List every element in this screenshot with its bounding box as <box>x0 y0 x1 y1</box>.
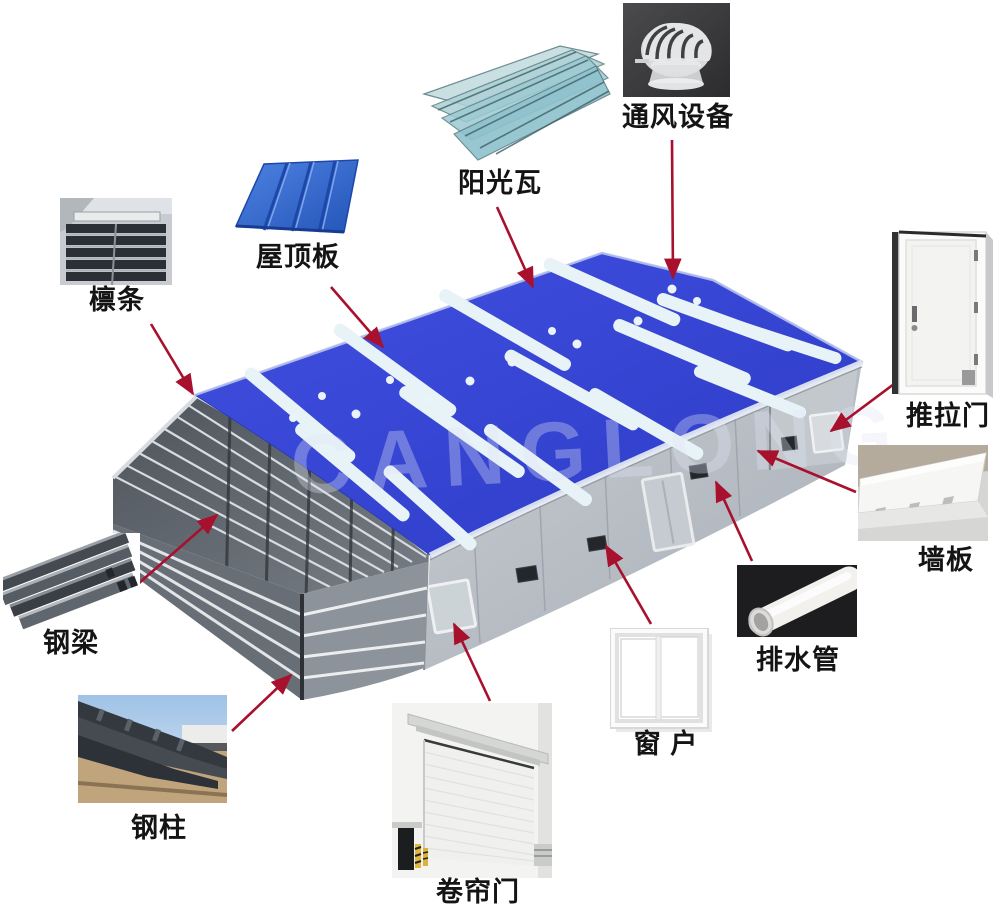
steel-column-photo <box>77 695 228 808</box>
arrow-to-ventilation <box>664 139 682 280</box>
drain-pipe-photo <box>737 565 862 642</box>
arrow-to-steel-beam <box>137 513 219 585</box>
sliding-door-photo <box>892 230 993 403</box>
purlin-label: 檩条 <box>89 285 145 315</box>
rolling-door-label: 卷帘门 <box>436 877 520 907</box>
window-photo <box>609 627 712 737</box>
rolling-door-photo <box>392 703 552 883</box>
roof-skylight-strips <box>244 257 842 551</box>
window-label: 窗 户 <box>633 729 699 759</box>
arrow-to-purlin <box>149 323 195 396</box>
purlin-lines <box>113 404 427 588</box>
steel-beam-label: 钢梁 <box>43 628 99 658</box>
arrow-to-rolling-door <box>452 622 492 702</box>
wall-windows <box>515 435 799 584</box>
roof-panel-photo <box>228 156 364 245</box>
arrow-to-skylight <box>495 206 535 289</box>
arrow-to-drain-pipe <box>714 480 754 562</box>
steel-column-label: 钢柱 <box>131 813 187 843</box>
sliding-door-label: 推拉门 <box>906 401 990 431</box>
steel-beam-photo <box>0 530 140 634</box>
wall-panel-photo <box>857 445 988 546</box>
roof-vent-dots <box>289 284 701 422</box>
purlin-photo <box>60 198 172 290</box>
arrow-to-wall-panel <box>756 449 857 494</box>
front-wall <box>423 358 864 671</box>
arrow-to-roof-panel <box>330 286 385 349</box>
wall-panel-label: 墙板 <box>918 545 974 575</box>
arrow-to-sliding-door <box>829 382 895 433</box>
ventilation-label: 通风设备 <box>622 102 734 132</box>
drain-pipe-label: 排水管 <box>756 645 840 675</box>
arrow-to-steel-column <box>231 673 293 732</box>
roof-panel-label: 屋顶板 <box>256 242 340 272</box>
ventilation-photo <box>623 3 730 102</box>
skylight-label: 阳光瓦 <box>458 168 542 198</box>
arrow-to-window <box>604 544 653 625</box>
skylight-photo <box>420 36 615 171</box>
lower-left-wall <box>113 524 302 700</box>
